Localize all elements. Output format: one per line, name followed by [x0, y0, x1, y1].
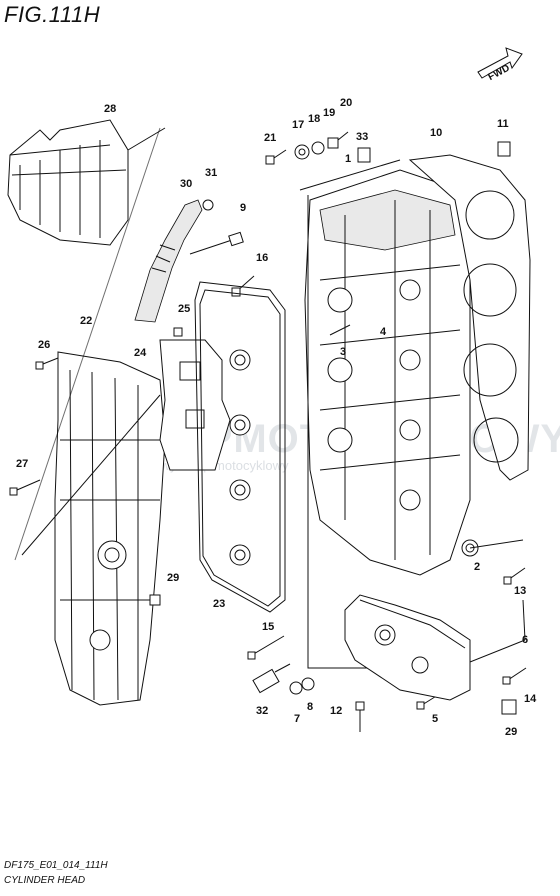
figure-code: DF175_E01_014_111H	[4, 860, 108, 871]
bolt-3	[329, 324, 351, 336]
label-27: 27	[16, 458, 28, 470]
label-30: 30	[180, 178, 192, 190]
label-29-right: 29	[505, 726, 517, 738]
label-12: 12	[330, 705, 342, 717]
head-gasket	[408, 154, 531, 481]
hose-clamp	[202, 199, 214, 211]
cover-plate	[159, 339, 231, 471]
label-31: 31	[205, 167, 217, 179]
label-14: 14	[524, 693, 537, 705]
label-4: 4	[380, 326, 387, 338]
label-28: 28	[104, 103, 116, 115]
label-24: 24	[134, 347, 147, 359]
bolt-14	[502, 667, 527, 685]
label-1: 1	[345, 153, 351, 165]
figure-name: CYLINDER HEAD	[4, 875, 86, 886]
label-7: 7	[294, 713, 300, 725]
label-33: 33	[356, 131, 368, 143]
label-6: 6	[522, 634, 528, 646]
thermostat-housing	[344, 594, 471, 701]
label-8: 8	[307, 701, 313, 713]
label-20: 20	[340, 97, 352, 109]
bolt-15	[247, 635, 285, 660]
bolt-26	[35, 357, 59, 370]
cylinder-head	[304, 169, 471, 576]
cylinder-head-cover	[54, 351, 166, 706]
label-5: 5	[432, 713, 438, 725]
part-labels: 1 2 3 4 5 6 7 8 9 10 11 12 13 14 15 16 1…	[16, 97, 537, 738]
label-13: 13	[514, 585, 526, 597]
cap-29-left	[149, 594, 161, 606]
label-10: 10	[430, 127, 442, 139]
label-2: 2	[474, 561, 480, 573]
cap-29-right	[501, 699, 517, 715]
washer-7	[289, 681, 303, 695]
bolt-25	[173, 327, 183, 337]
bolt-16	[231, 275, 255, 297]
label-25: 25	[178, 303, 190, 315]
label-9: 9	[240, 202, 246, 214]
label-21: 21	[264, 132, 276, 144]
breather-hose	[134, 199, 203, 323]
label-3: 3	[340, 346, 346, 358]
cover-gasket	[194, 281, 286, 613]
heat-shield-cover	[7, 119, 129, 246]
long-bolt	[189, 231, 244, 255]
bolt-27	[9, 479, 41, 496]
figure-title: FIG.111H	[4, 2, 101, 27]
label-19: 19	[323, 107, 335, 119]
label-16: 16	[256, 252, 268, 264]
label-18: 18	[308, 113, 320, 125]
figure-footer: DF175_E01_014_111H CYLINDER HEAD	[4, 858, 108, 888]
label-11: 11	[497, 118, 509, 130]
bolt-12	[355, 701, 365, 732]
label-26: 26	[38, 339, 50, 351]
bolt-13	[503, 567, 526, 585]
label-17: 17	[292, 119, 304, 131]
label-15: 15	[262, 621, 274, 633]
small-fasteners-top	[265, 131, 371, 165]
label-22: 22	[80, 315, 92, 327]
label-23: 23	[213, 598, 225, 610]
temp-sensor	[252, 663, 291, 694]
label-32: 32	[256, 705, 268, 717]
o-ring-8	[301, 677, 315, 691]
fwd-arrow-icon: FWD	[477, 47, 523, 83]
dowel-pin	[497, 141, 511, 157]
label-29: 29	[167, 572, 179, 584]
